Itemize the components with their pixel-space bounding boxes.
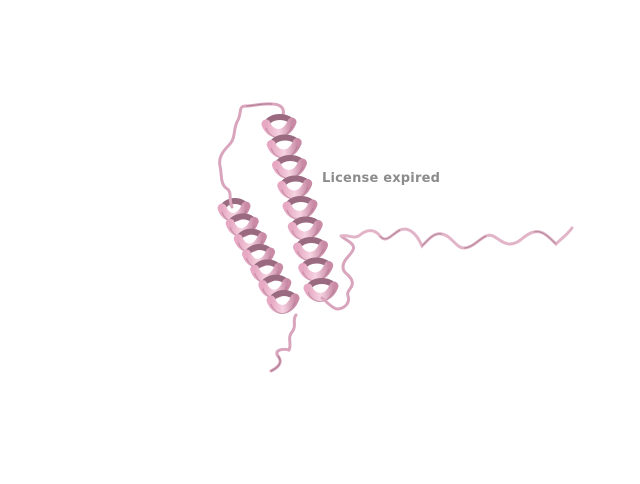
helix-turn-front (287, 220, 323, 241)
helix-turn-front (298, 261, 334, 282)
helix-turn-front (266, 138, 302, 159)
extended-tail-coil (339, 226, 574, 250)
n-terminal-coil (269, 313, 298, 373)
c-terminal-coil (320, 234, 356, 311)
helix-turn-front (266, 293, 300, 314)
helix-turn-front (282, 199, 318, 220)
helix-1 (217, 198, 300, 314)
helix-turn-front (261, 117, 297, 138)
helix-turn-front (277, 179, 313, 200)
helix-2 (261, 114, 339, 302)
helix-turn-front (303, 281, 339, 302)
helix-turn-edge (307, 289, 335, 302)
helix-turn-front (293, 240, 328, 261)
helix-turn-front (272, 158, 307, 179)
helix-turn-edge (270, 301, 296, 314)
license-watermark: License expired (322, 171, 441, 186)
